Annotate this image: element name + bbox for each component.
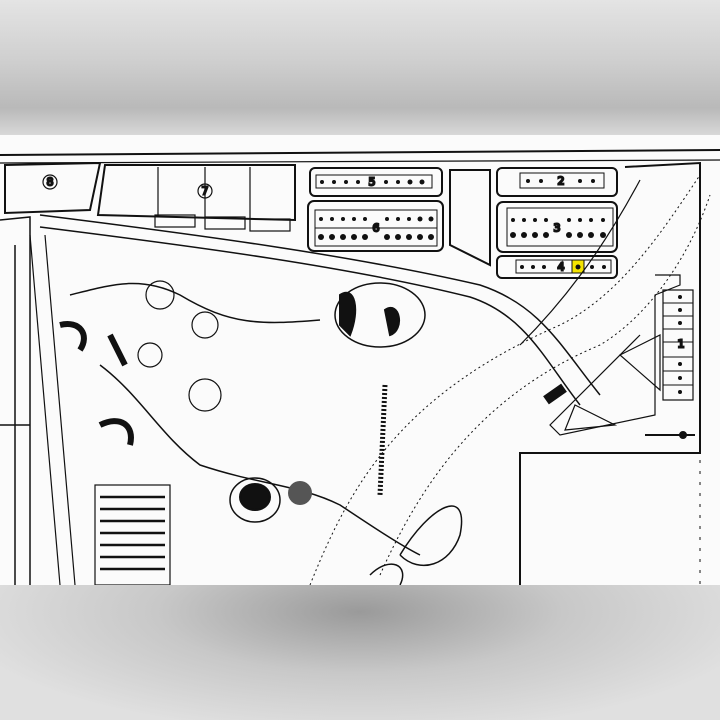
zone-label-3: 3 bbox=[554, 222, 561, 235]
zone-label-2: 2 bbox=[558, 175, 565, 188]
block-2 bbox=[496, 167, 618, 197]
blurred-bottom-background bbox=[0, 585, 720, 720]
zone-7-marker bbox=[197, 183, 213, 199]
zone-label-7: 7 bbox=[202, 185, 209, 198]
block-4 bbox=[496, 255, 618, 279]
zone-label-4: 4 bbox=[558, 261, 565, 274]
block-middle bbox=[449, 169, 491, 267]
pond-east bbox=[334, 282, 426, 348]
zone-label-8: 8 bbox=[47, 176, 54, 189]
block-3 bbox=[496, 201, 618, 253]
road-top bbox=[0, 149, 720, 156]
zone-label-5: 5 bbox=[369, 176, 376, 189]
road-top-inner bbox=[0, 159, 720, 164]
block-6 bbox=[307, 200, 444, 252]
blurred-top-background bbox=[0, 0, 720, 135]
block-1 bbox=[662, 289, 694, 401]
block-5 bbox=[309, 167, 443, 197]
zone-label-6: 6 bbox=[373, 222, 380, 235]
zone-8-marker bbox=[42, 174, 58, 190]
block-7 bbox=[96, 164, 296, 222]
right-boundary bbox=[519, 161, 701, 585]
zone-label-1: 1 bbox=[678, 338, 685, 351]
site-plan-map: 8 7 5 6 2 3 4 1 bbox=[0, 135, 720, 586]
main-road bbox=[39, 214, 601, 396]
block-8 bbox=[4, 161, 102, 215]
